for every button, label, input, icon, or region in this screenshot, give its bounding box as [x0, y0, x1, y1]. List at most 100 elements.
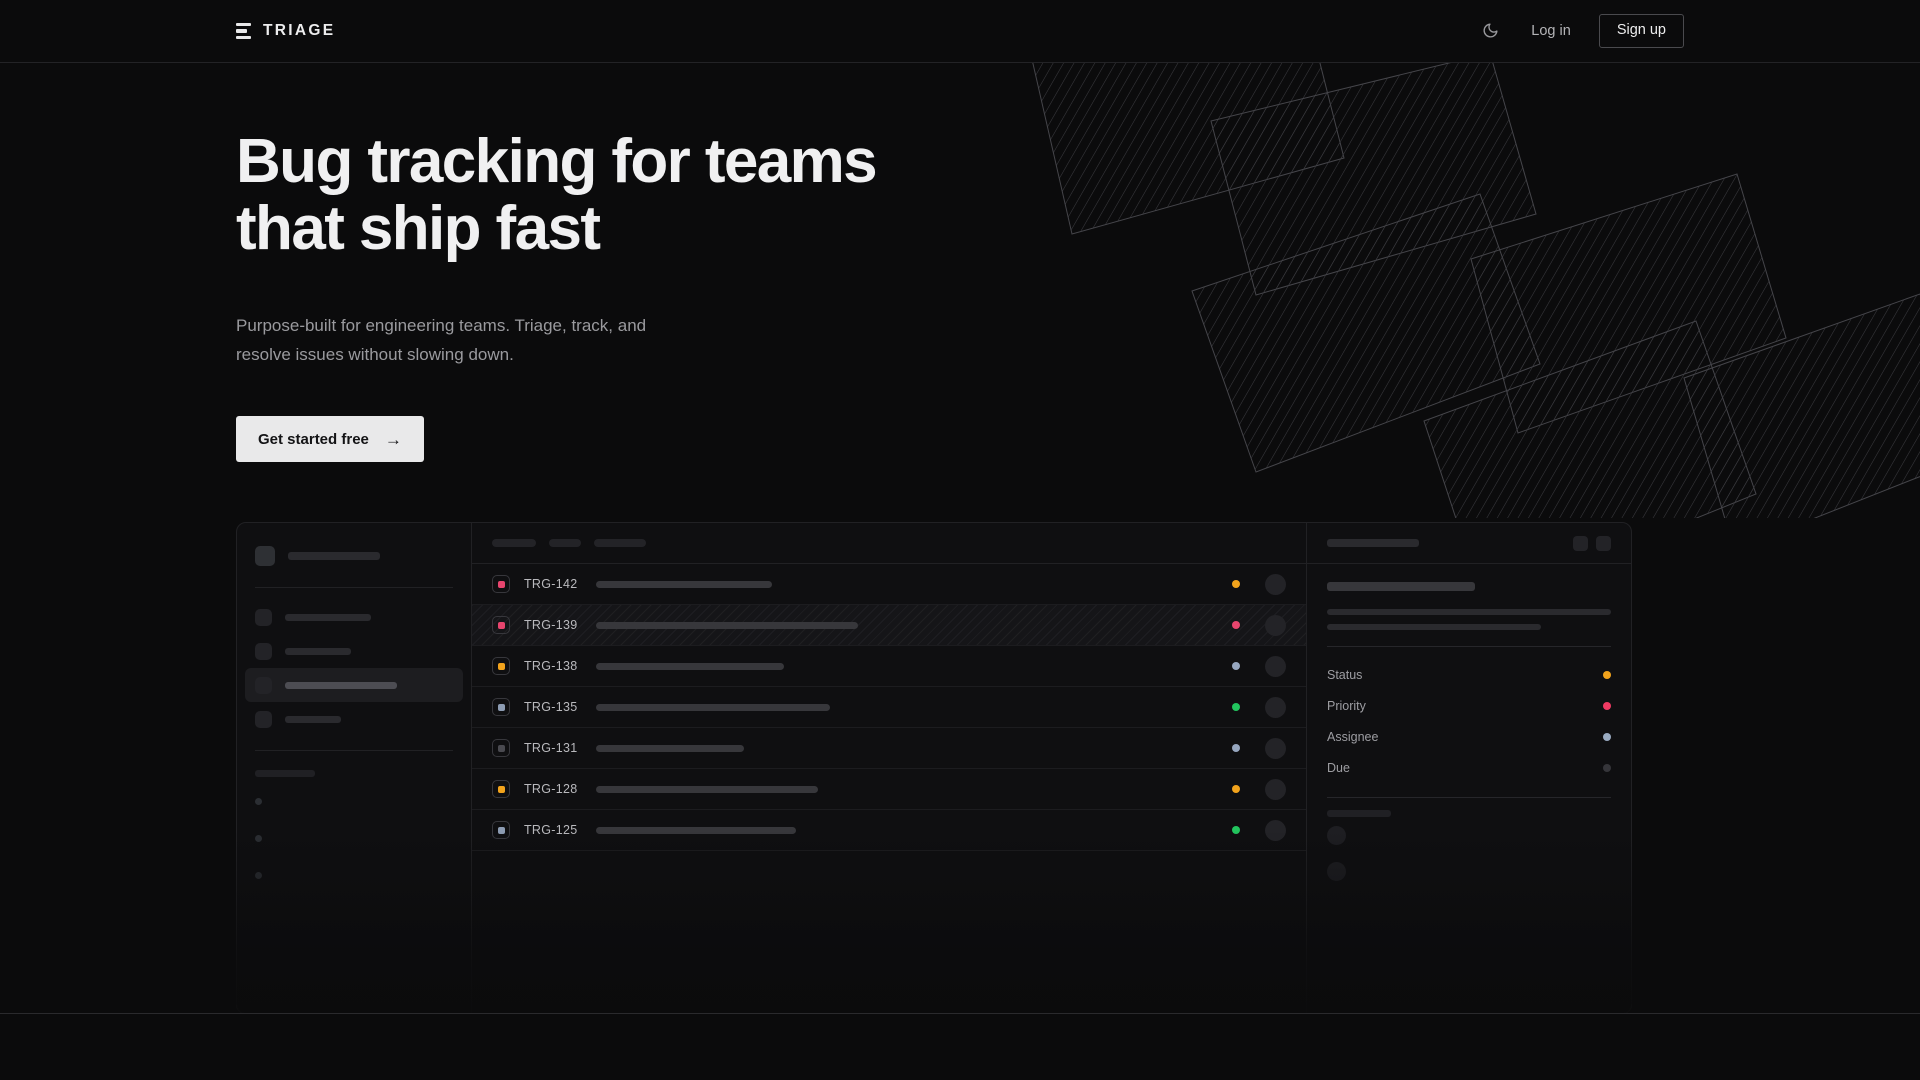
- detail-field-value-dot: [1603, 732, 1611, 741]
- detail-field-status[interactable]: Status: [1327, 659, 1611, 690]
- issue-row[interactable]: TRG-139: [472, 605, 1306, 646]
- get-started-label: Get started free: [258, 430, 369, 448]
- sidebar-section-label-skeleton: [255, 769, 315, 777]
- issue-status-dot: [1232, 785, 1240, 793]
- issue-assignee-avatar[interactable]: [1265, 819, 1286, 841]
- issue-type-badge-icon: [492, 821, 510, 839]
- issue-assignee-avatar[interactable]: [1265, 573, 1286, 595]
- page-title: Bug tracking for teams that ship fast: [236, 128, 936, 263]
- mock-list-toolbar: [472, 523, 1306, 564]
- workspace-name-skeleton: [288, 552, 380, 560]
- hero-title-line-2: that ship fast: [236, 194, 601, 264]
- mock-sidebar: [237, 523, 472, 1013]
- issue-row[interactable]: TRG-138: [472, 646, 1306, 687]
- issue-assignee-avatar[interactable]: [1265, 778, 1286, 800]
- sidebar-sublist-item-1[interactable]: [255, 820, 453, 857]
- issue-assignee-avatar[interactable]: [1265, 655, 1286, 677]
- sidebar-item-1[interactable]: [245, 634, 463, 668]
- detail-field-assignee[interactable]: Assignee: [1327, 721, 1611, 752]
- bullet-icon: [255, 872, 262, 879]
- issue-row[interactable]: TRG-128: [472, 769, 1306, 810]
- issue-type-badge-icon: [492, 698, 510, 716]
- issue-title-skeleton: [596, 662, 784, 670]
- issue-title-skeleton: [596, 621, 858, 629]
- detail-field-label: Priority: [1327, 698, 1366, 713]
- issue-type-badge-icon: [492, 657, 510, 675]
- issue-assignee-avatar[interactable]: [1265, 696, 1286, 718]
- issue-id: TRG-131: [524, 741, 578, 755]
- detail-divider-bottom: [1327, 797, 1611, 798]
- footer-divider: [0, 1013, 1920, 1014]
- issue-status-dot: [1232, 744, 1240, 752]
- brand-name: TRIAGE: [263, 22, 336, 39]
- sidebar-item-label-skeleton: [285, 613, 371, 621]
- activity-avatars: [1327, 817, 1611, 889]
- toolbar-control-2[interactable]: [594, 539, 646, 547]
- issue-id: TRG-125: [524, 823, 578, 837]
- sidebar-sublist-item-2[interactable]: [255, 857, 453, 894]
- triage-bars-logo-icon: [236, 22, 251, 40]
- detail-field-due[interactable]: Due: [1327, 752, 1611, 783]
- detail-divider-top: [1327, 646, 1611, 647]
- get-started-button[interactable]: Get started free →: [236, 416, 424, 462]
- issue-assignee-avatar[interactable]: [1265, 614, 1286, 636]
- sidebar-item-icon: [255, 642, 272, 660]
- activity-item-1: [1327, 853, 1611, 889]
- detail-body-line-1: [1327, 609, 1611, 615]
- brand-logo[interactable]: TRIAGE: [236, 22, 335, 40]
- sidebar-item-icon: [255, 676, 272, 694]
- hero-subtitle: Purpose-built for engineering teams. Tri…: [236, 311, 716, 369]
- detail-title-skeleton: [1327, 539, 1419, 547]
- sidebar-item-label-skeleton: [285, 647, 351, 655]
- sidebar-item-3[interactable]: [245, 702, 463, 736]
- issue-status-dot: [1232, 826, 1240, 834]
- issue-title-skeleton: [596, 703, 830, 711]
- detail-header: [1307, 523, 1631, 564]
- signup-button[interactable]: Sign up: [1598, 14, 1684, 48]
- issue-assignee-avatar[interactable]: [1265, 737, 1286, 759]
- issue-row[interactable]: TRG-125: [472, 810, 1306, 851]
- detail-field-label: Due: [1327, 760, 1350, 775]
- hero-title-line-1: Bug tracking for teams: [236, 127, 878, 196]
- header-actions: Log in Sign up: [1477, 14, 1684, 48]
- issue-status-dot: [1232, 621, 1240, 629]
- moon-icon[interactable]: [1477, 18, 1503, 44]
- issue-row[interactable]: TRG-131: [472, 728, 1306, 769]
- hero-subtitle-line-2: resolve issues without slowing down.: [236, 344, 514, 364]
- activity-avatar: [1327, 861, 1346, 881]
- issue-row[interactable]: TRG-135: [472, 687, 1306, 728]
- detail-action-icon-2[interactable]: [1596, 535, 1611, 551]
- detail-heading-skeleton: [1327, 582, 1475, 591]
- detail-field-priority[interactable]: Priority: [1327, 690, 1611, 721]
- detail-field-value-dot: [1603, 701, 1611, 710]
- issue-status-dot: [1232, 580, 1240, 588]
- issue-id: TRG-138: [524, 659, 578, 673]
- mock-workspace-header[interactable]: [255, 539, 453, 573]
- issue-title-skeleton: [596, 744, 744, 752]
- login-link[interactable]: Log in: [1531, 23, 1571, 39]
- issue-title-skeleton: [596, 785, 818, 793]
- sidebar-item-0[interactable]: [245, 600, 463, 634]
- sidebar-divider-top: [255, 587, 453, 588]
- issue-id: TRG-142: [524, 577, 578, 591]
- sidebar-item-2[interactable]: [245, 668, 463, 702]
- activity-label-skeleton: [1327, 810, 1391, 817]
- detail-action-icon-1[interactable]: [1573, 535, 1588, 551]
- issue-row[interactable]: TRG-142: [472, 564, 1306, 605]
- site-header: TRIAGE Log in Sign up: [0, 0, 1920, 63]
- issue-type-badge-icon: [492, 739, 510, 757]
- toolbar-control-1[interactable]: [549, 539, 581, 547]
- workspace-avatar: [255, 546, 275, 566]
- detail-field-value-dot: [1603, 670, 1611, 679]
- sidebar-sublist-item-0[interactable]: [255, 783, 453, 820]
- issue-id: TRG-135: [524, 700, 578, 714]
- hero-section: Bug tracking for teams that ship fast Pu…: [236, 63, 1236, 462]
- issue-id: TRG-139: [524, 618, 578, 632]
- toolbar-control-0[interactable]: [492, 539, 536, 547]
- sidebar-item-icon: [255, 710, 272, 728]
